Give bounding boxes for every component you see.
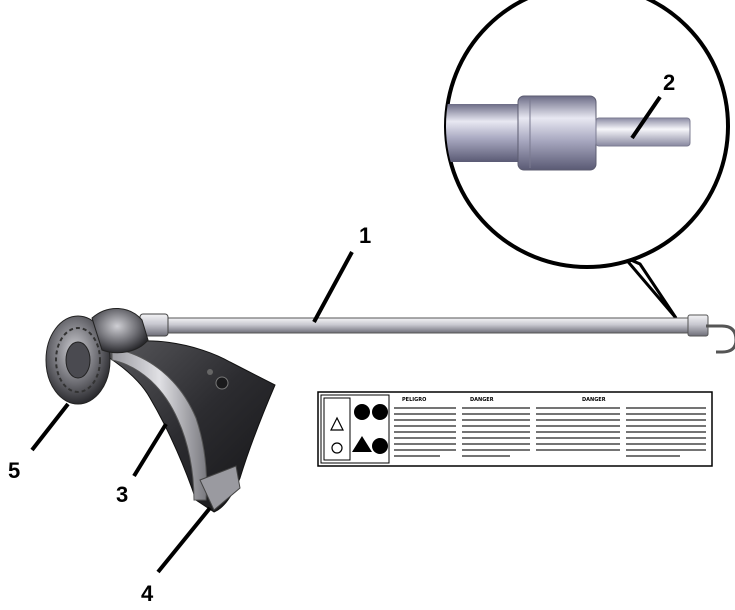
warning-decal: PELIGRO DANGER DANGER (317, 391, 713, 467)
decal-heading-danger-2: DANGER (582, 397, 606, 403)
magnified-shaft (446, 104, 530, 162)
warning-triangle-icon (330, 416, 344, 431)
callout-4: 4 (141, 581, 154, 606)
decal-panel-danger-2: DANGER (536, 397, 706, 457)
leader-line-3 (132, 422, 168, 478)
trimmer-head (45, 308, 149, 405)
drive-shaft (139, 313, 735, 354)
magnified-drive-pin (595, 117, 691, 147)
line-cutter-blade (199, 465, 241, 511)
leader-line-5 (30, 402, 70, 452)
decal-heading-peligro: PELIGRO (402, 397, 426, 403)
leader-line-4 (156, 506, 212, 574)
magnifier-pointer (622, 255, 678, 319)
gearbox-housing (91, 308, 149, 354)
callout-labels: 1 2 3 4 5 (8, 70, 675, 606)
leader-line-2 (630, 95, 662, 140)
callout-5: 5 (8, 458, 20, 483)
callout-2: 2 (663, 70, 675, 95)
callout-3: 3 (116, 482, 128, 507)
hearing-protection-icon (372, 404, 388, 420)
guard-rib (111, 347, 207, 501)
hazard-circle-icon (331, 442, 343, 454)
grass-deflector-guard (98, 340, 276, 513)
decal-heading-danger-1: DANGER (470, 397, 494, 403)
callout-1: 1 (359, 223, 371, 248)
eye-protection-icon (354, 404, 370, 420)
leader-lines (30, 95, 662, 574)
decal-panel-peligro: PELIGRO (394, 397, 456, 457)
leader-line-1 (312, 251, 354, 323)
blade-warning-icon (372, 438, 388, 454)
debris-warning-icon (352, 436, 372, 452)
shaft-coupler (687, 314, 709, 337)
shaft-hook (706, 324, 735, 354)
magnified-detail (444, 0, 730, 319)
decal-panel-danger-1: DANGER (462, 397, 530, 457)
